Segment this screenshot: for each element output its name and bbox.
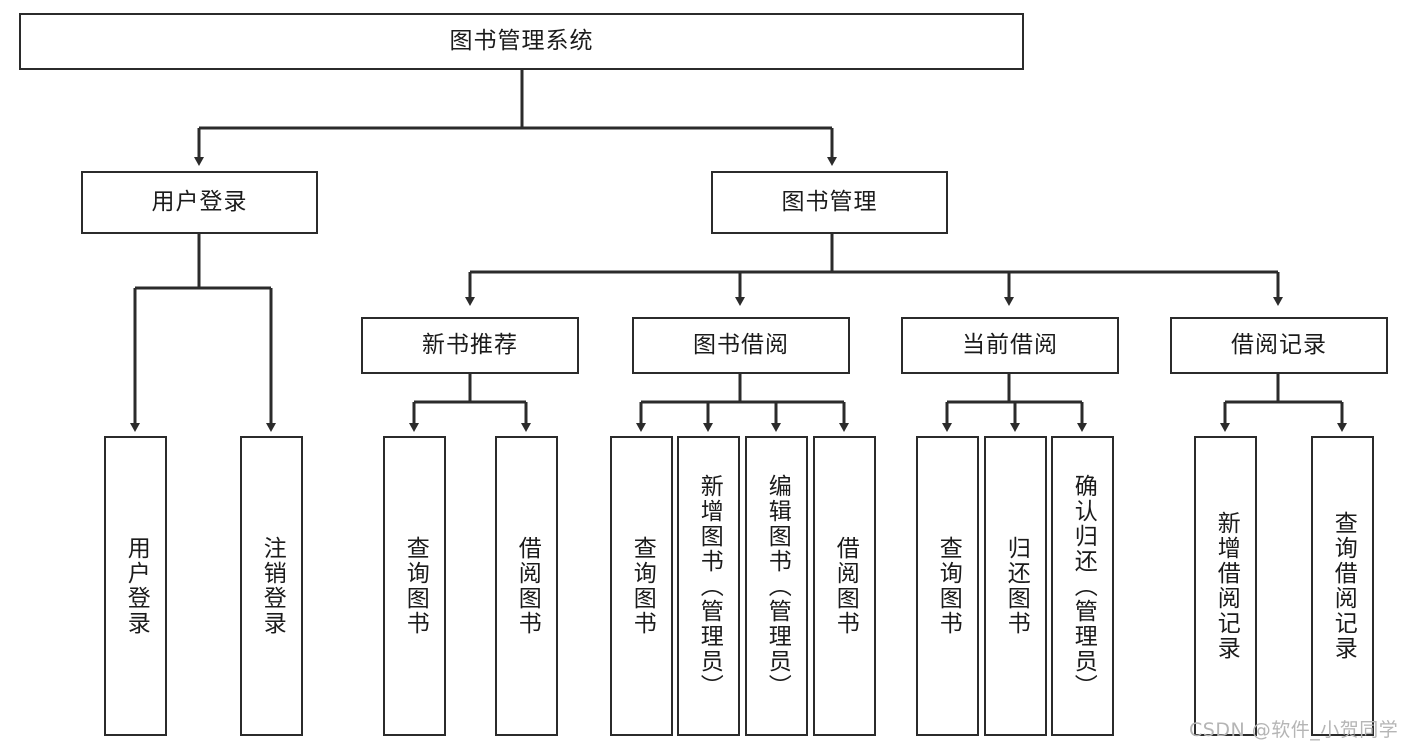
node-leaf-query-book-1[interactable]: 查询图书 <box>383 436 446 736</box>
node-borrow-record-label: 借阅记录 <box>1231 331 1327 358</box>
node-leaf-user-login-label: 用户登录 <box>123 536 150 636</box>
node-leaf-query-record[interactable]: 查询借阅记录 <box>1311 436 1374 736</box>
node-leaf-query-book-2[interactable]: 查询图书 <box>610 436 673 736</box>
node-leaf-edit-book[interactable]: 编辑图书（管理员） <box>745 436 808 736</box>
node-root-label: 图书管理系统 <box>449 27 594 54</box>
node-leaf-logout-label: 注销登录 <box>259 536 286 636</box>
node-leaf-logout[interactable]: 注销登录 <box>240 436 303 736</box>
watermark-text: CSDN @软件_小贺同学 <box>1189 719 1399 741</box>
node-leaf-query-record-label: 查询借阅记录 <box>1330 511 1357 661</box>
node-root[interactable]: 图书管理系统 <box>19 13 1024 70</box>
node-leaf-add-book[interactable]: 新增图书（管理员） <box>677 436 740 736</box>
node-leaf-borrow-book-2[interactable]: 借阅图书 <box>813 436 876 736</box>
node-user-login[interactable]: 用户登录 <box>81 171 318 234</box>
node-leaf-query-book-3-label: 查询图书 <box>935 536 962 636</box>
node-book-manage[interactable]: 图书管理 <box>711 171 948 234</box>
node-leaf-query-book-2-label: 查询图书 <box>629 536 656 636</box>
node-leaf-confirm-return-label: 确认归还（管理员） <box>1070 473 1097 699</box>
node-leaf-return-book-label: 归还图书 <box>1003 536 1030 636</box>
node-leaf-borrow-book-1[interactable]: 借阅图书 <box>495 436 558 736</box>
node-leaf-add-book-label: 新增图书（管理员） <box>696 473 723 699</box>
node-leaf-borrow-book-1-label: 借阅图书 <box>514 536 541 636</box>
node-book-manage-label: 图书管理 <box>781 188 878 215</box>
node-user-login-label: 用户登录 <box>151 188 248 215</box>
node-current-borrow[interactable]: 当前借阅 <box>901 317 1119 374</box>
node-leaf-edit-book-label: 编辑图书（管理员） <box>764 473 791 699</box>
node-leaf-query-book-1-label: 查询图书 <box>402 536 429 636</box>
node-leaf-borrow-book-2-label: 借阅图书 <box>832 536 859 636</box>
node-leaf-add-record-label: 新增借阅记录 <box>1213 511 1240 661</box>
node-book-borrow-label: 图书借阅 <box>693 331 789 358</box>
node-leaf-add-record[interactable]: 新增借阅记录 <box>1194 436 1257 736</box>
node-leaf-return-book[interactable]: 归还图书 <box>984 436 1047 736</box>
node-leaf-confirm-return[interactable]: 确认归还（管理员） <box>1051 436 1114 736</box>
node-leaf-query-book-3[interactable]: 查询图书 <box>916 436 979 736</box>
node-leaf-user-login[interactable]: 用户登录 <box>104 436 167 736</box>
node-book-borrow[interactable]: 图书借阅 <box>632 317 850 374</box>
node-new-book-rec[interactable]: 新书推荐 <box>361 317 579 374</box>
node-new-book-rec-label: 新书推荐 <box>422 331 518 358</box>
node-current-borrow-label: 当前借阅 <box>962 331 1058 358</box>
node-borrow-record[interactable]: 借阅记录 <box>1170 317 1388 374</box>
